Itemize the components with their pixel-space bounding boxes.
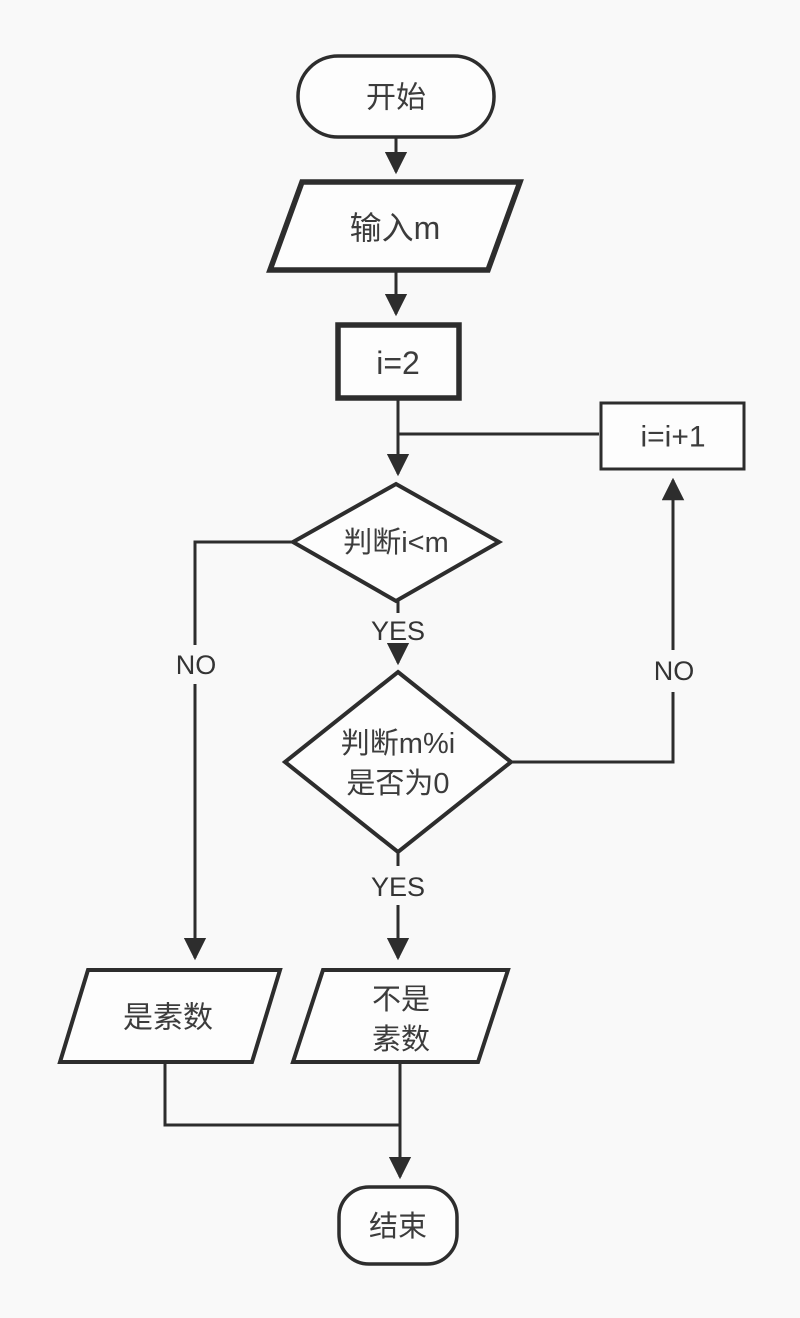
notprime-label-line2: 素数: [372, 1023, 430, 1056]
input-parallelogram-shape: [266, 179, 524, 273]
node-not-prime: 不是 素数: [290, 968, 511, 1064]
edge-decision1-no-upper: [193, 540, 293, 645]
start-label: 开始: [366, 82, 426, 115]
decision1-label: 判断i<m: [343, 526, 449, 559]
decision2-yes-label: YES: [371, 872, 425, 902]
node-init-i: i=2: [335, 322, 462, 401]
node-decision-mod: 判断m%i 是否为0: [281, 669, 515, 855]
node-increment-i: i=i+1: [599, 401, 746, 471]
edge-labels: YES NO YES NO: [176, 616, 695, 902]
edges: [163, 137, 685, 1180]
increment-process-shape: [599, 401, 746, 471]
end-terminator-shape: [337, 1185, 459, 1266]
isprime-label: 是素数: [123, 1002, 213, 1035]
end-label: 结束: [369, 1210, 427, 1243]
input-label: 输入m: [350, 210, 441, 246]
decision1-no-label: NO: [176, 650, 217, 680]
node-end: 结束: [337, 1185, 459, 1266]
init-label: i=2: [376, 345, 420, 381]
decision2-no-label: NO: [654, 656, 695, 686]
node-is-prime: 是素数: [57, 968, 283, 1064]
increment-label: i=i+1: [640, 421, 705, 454]
decision2-label-line1: 判断m%i: [341, 727, 455, 760]
decision2-label-line2: 是否为0: [346, 767, 449, 800]
edge-isprime-merge: [163, 1062, 400, 1127]
node-input-m: 输入m: [266, 179, 524, 273]
decision2-diamond-shape: [281, 669, 515, 855]
start-terminator-shape: [296, 54, 496, 139]
notprime-parallelogram-shape: [290, 968, 511, 1064]
edge-decision2-no-lower: [511, 692, 675, 764]
notprime-label-line1: 不是: [372, 984, 430, 1016]
nodes: 开始 输入m i=2 i=i+1 判断i<m 判断m%i 是否为: [57, 54, 746, 1266]
init-process-shape: [335, 322, 462, 401]
decision1-diamond-shape: [288, 481, 504, 604]
node-decision-i-lt-m: 判断i<m: [288, 481, 504, 604]
isprime-parallelogram-shape: [57, 968, 283, 1064]
decision1-yes-label: YES: [371, 616, 425, 646]
node-start: 开始: [296, 54, 496, 139]
